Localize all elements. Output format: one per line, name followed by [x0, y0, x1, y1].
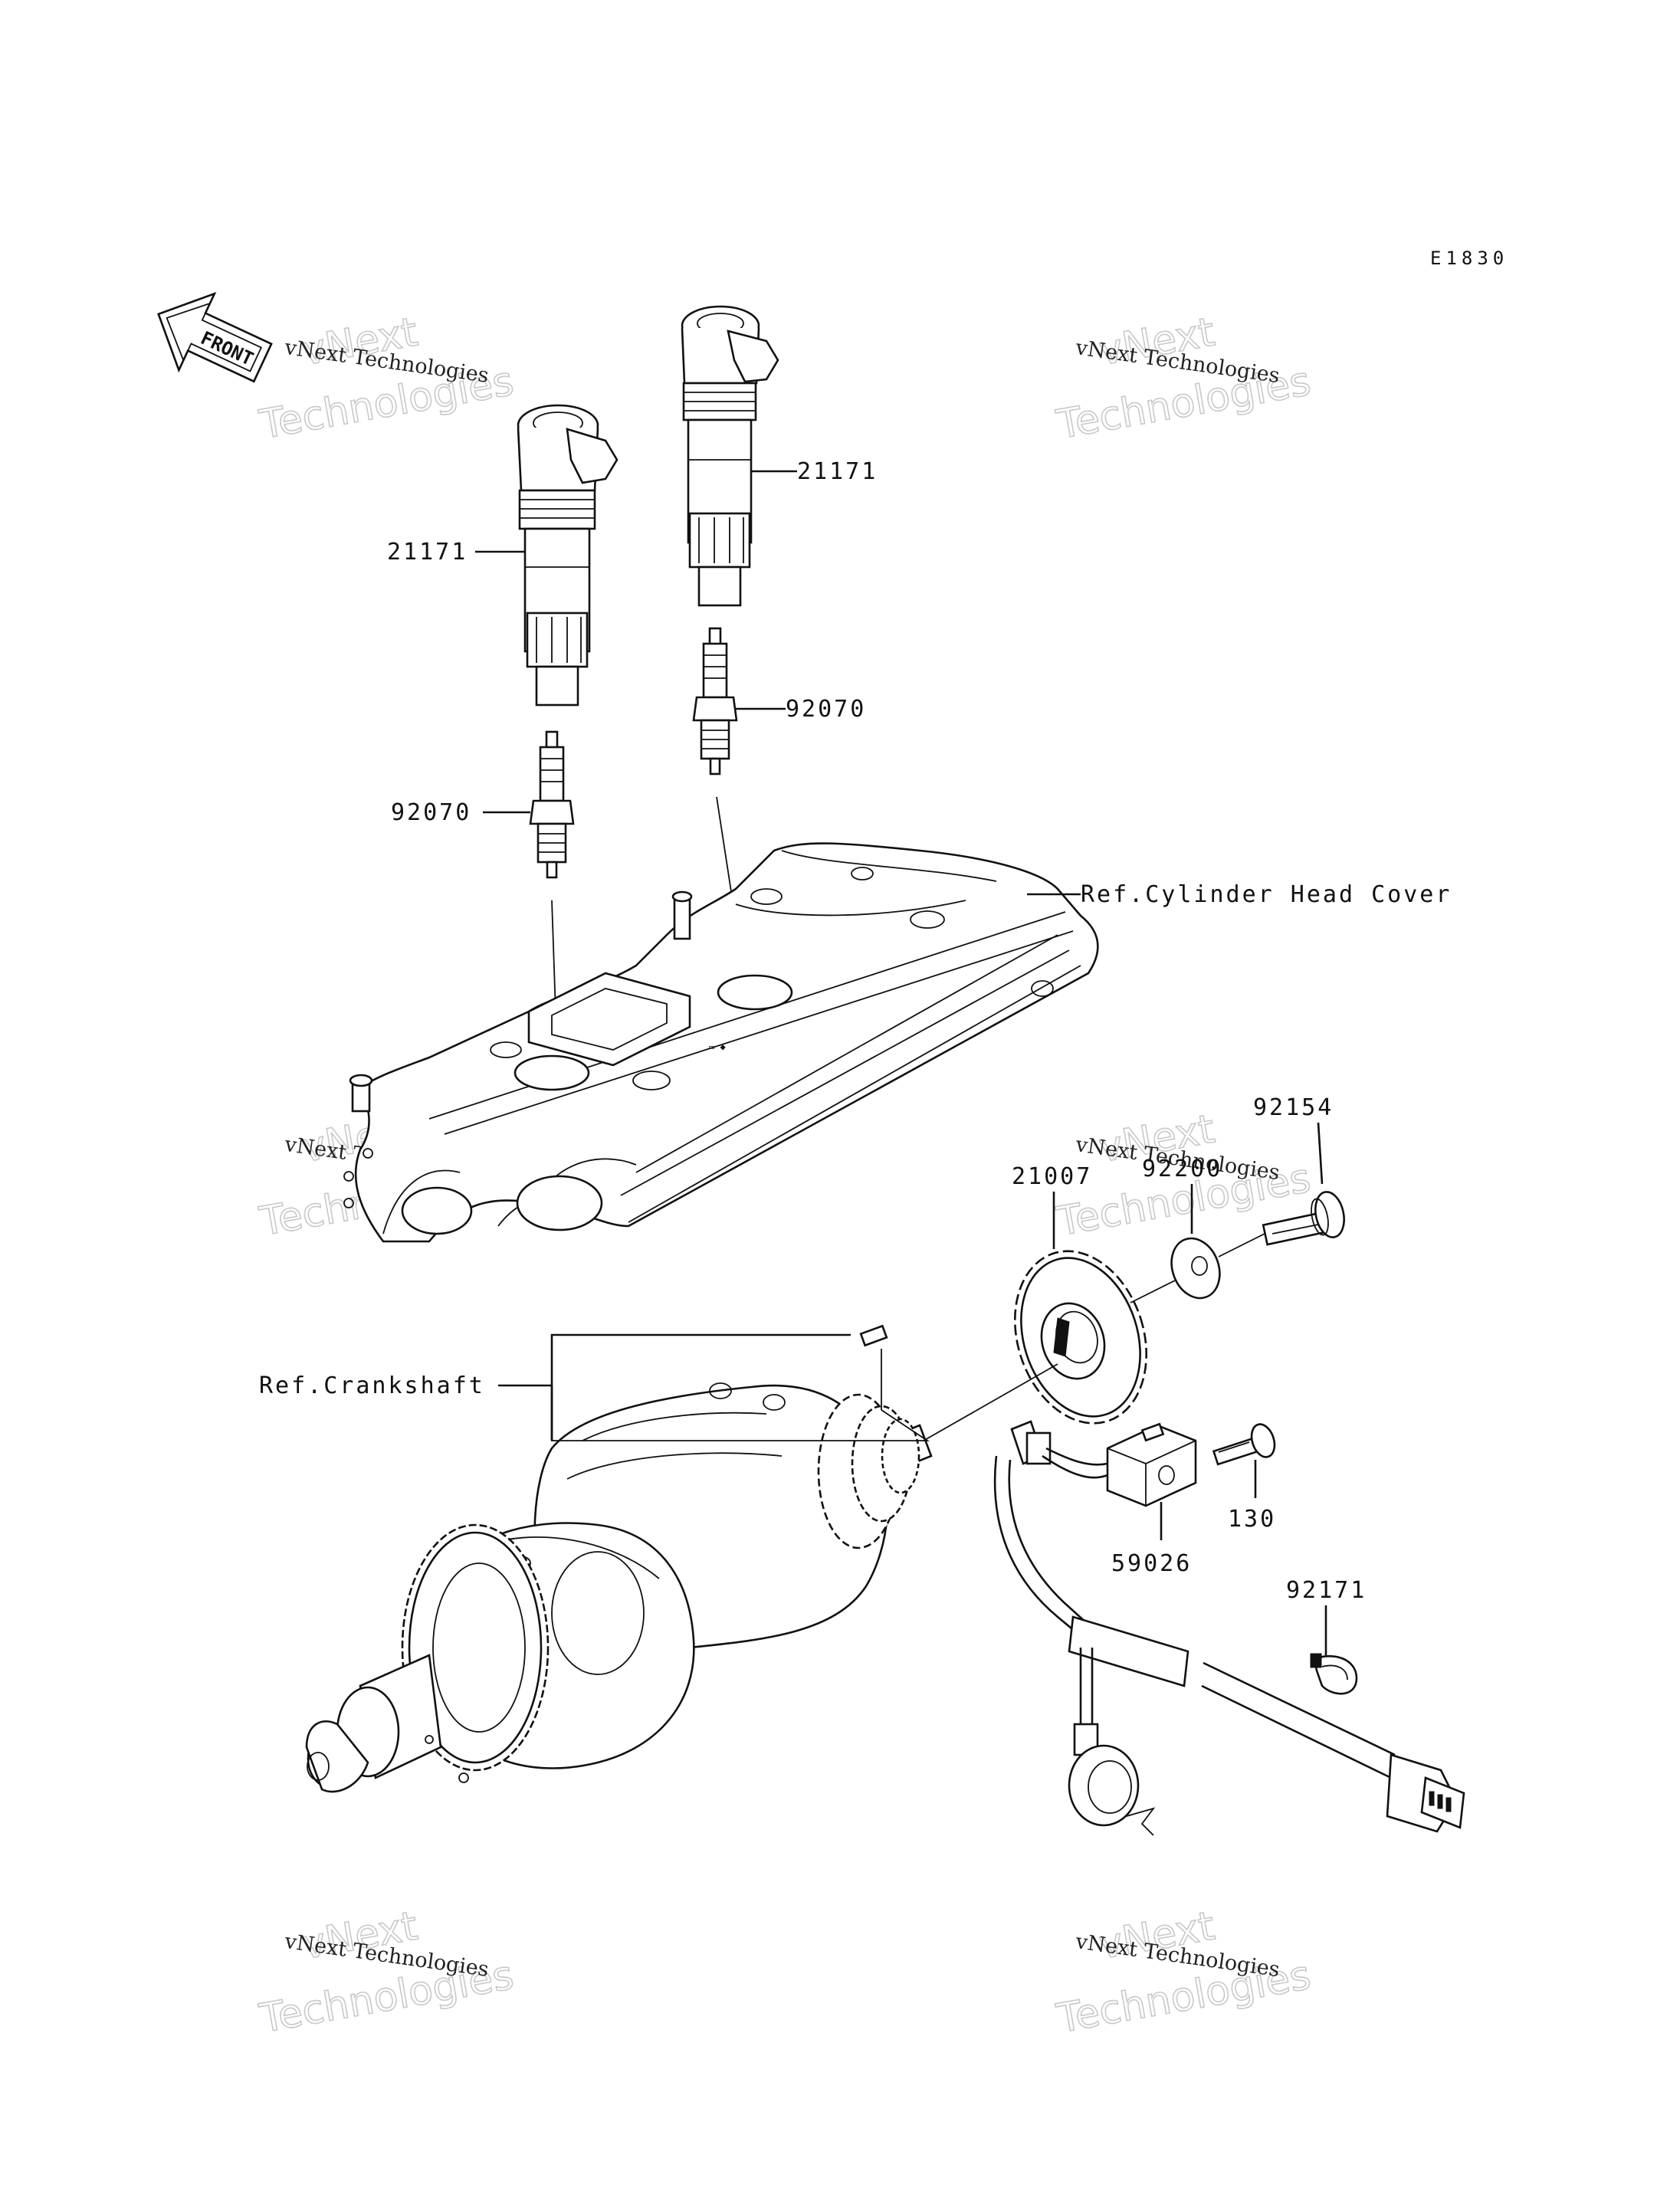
callout-rotor-21007: 21007 [1012, 1163, 1092, 1190]
ignition-coil-left [517, 404, 619, 707]
callout-coil-left: 21171 [387, 539, 468, 566]
diagram-code: E1830 [1430, 248, 1508, 269]
washer-92200 [1170, 1237, 1221, 1300]
timing-rotor-21007 [1013, 1250, 1148, 1425]
callout-plug-left: 92070 [391, 799, 471, 826]
callout-coil-right: 21171 [797, 458, 878, 485]
front-arrow-icon: FRONT [157, 291, 273, 383]
callout-bolt-92154: 92154 [1253, 1094, 1334, 1121]
callout-bolt-130: 130 [1228, 1506, 1276, 1533]
clamp-92171 [1310, 1653, 1358, 1695]
spark-plug-right [692, 627, 738, 776]
callout-sensor-59026: 59026 [1111, 1550, 1192, 1577]
callout-washer-92200: 92200 [1142, 1156, 1222, 1182]
svg-text:▭ ◆: ▭ ◆ [709, 1041, 726, 1052]
bolt-92154 [1262, 1191, 1345, 1246]
pickup-sensor-59026 [993, 1420, 1465, 1836]
callout-plug-right: 92070 [786, 696, 866, 723]
callout-clamp-92171: 92171 [1286, 1577, 1367, 1604]
spark-plug-left [529, 730, 575, 879]
ignition-coil-right [681, 305, 779, 607]
callout-head-cover: Ref.Cylinder Head Cover [1081, 881, 1452, 908]
callout-crankshaft: Ref.Crankshaft [259, 1372, 485, 1399]
cylinder-head-cover: ▭ ◆ [343, 842, 1099, 1243]
bolt-130 [1212, 1423, 1276, 1466]
crankshaft [305, 1324, 1058, 1793]
